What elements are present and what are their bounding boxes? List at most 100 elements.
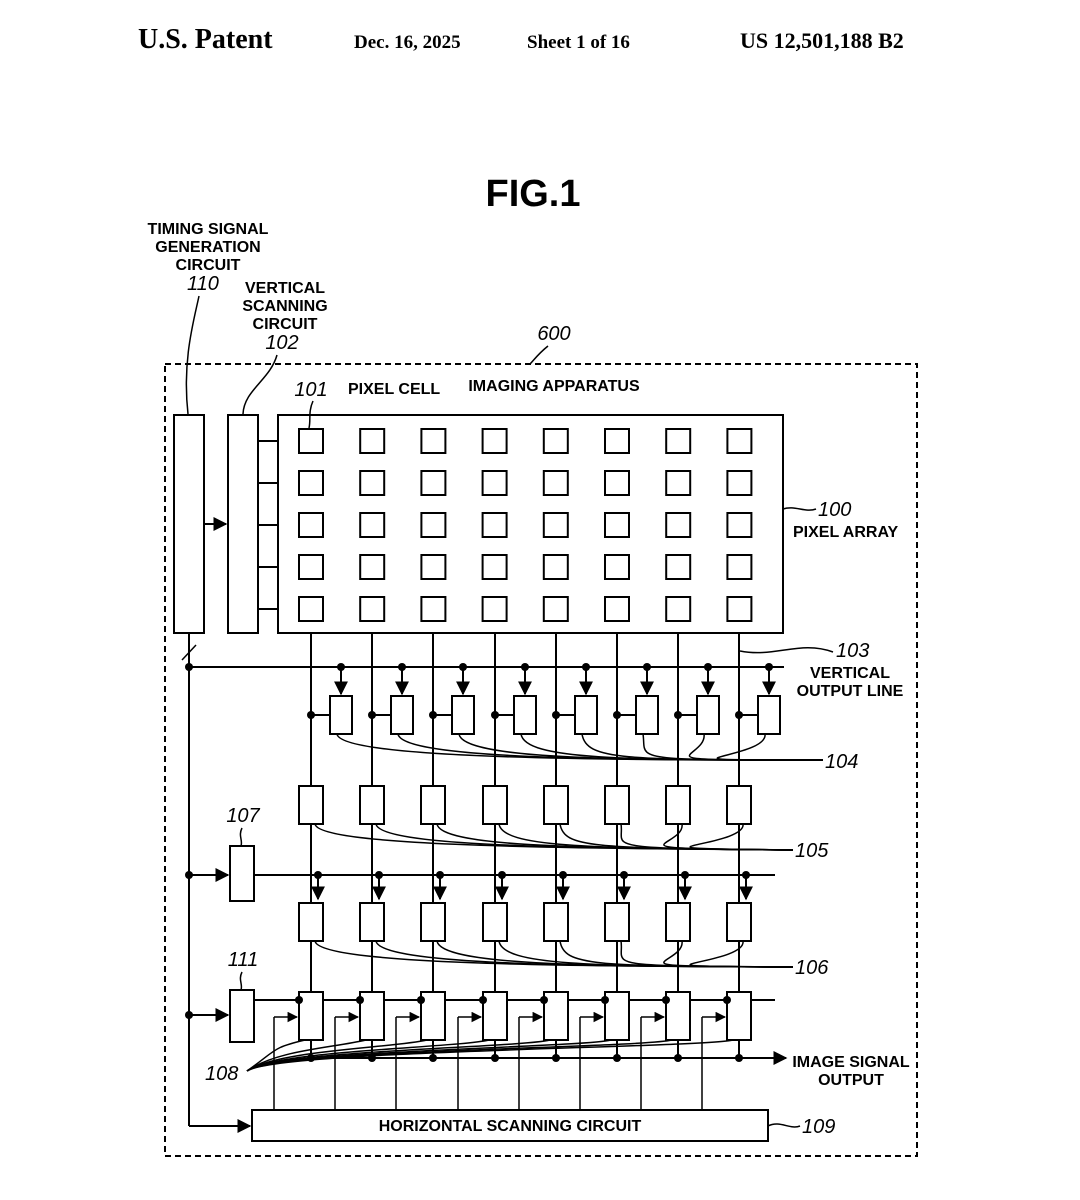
timing-circuit-ref: 110	[187, 273, 219, 295]
pixel-cell	[298, 428, 324, 454]
vscan-ref: 102	[265, 332, 298, 354]
junction-dot	[601, 996, 609, 1004]
pixel-cell	[726, 596, 753, 622]
column-circuit-105	[665, 785, 691, 825]
pixel-cell	[359, 596, 386, 622]
vscan-label-line1: VERTICAL	[245, 280, 325, 297]
pixel-cell-grid	[298, 428, 753, 622]
column-circuit-106	[543, 902, 569, 942]
junction-dot	[613, 711, 621, 719]
junction-bus-667	[185, 663, 193, 671]
ref-104: 104	[825, 751, 858, 773]
column-circuit-105	[726, 785, 752, 825]
junction-dot	[613, 1054, 621, 1062]
pixel-cell	[420, 428, 447, 454]
pixel-cell	[726, 554, 753, 580]
figure-title: FIG.1	[485, 173, 580, 215]
pixel-cell-ref: 101	[294, 379, 327, 401]
column-amplifier-104	[390, 695, 414, 735]
junction-dot	[540, 996, 548, 1004]
junction-dot	[735, 711, 743, 719]
junction-dot	[491, 711, 499, 719]
pixel-cell	[420, 470, 447, 496]
pixel-array-ref: 100	[818, 499, 851, 521]
pixel-cell	[665, 596, 692, 622]
junction-dot	[735, 1054, 743, 1062]
pixel-cell	[298, 554, 324, 580]
pixel-cell	[542, 554, 569, 580]
junction-dot	[674, 1054, 682, 1062]
image-signal-output-label-line2: OUTPUT	[818, 1072, 884, 1089]
junction-dot	[356, 996, 364, 1004]
column-amplifier-104	[635, 695, 659, 735]
leader-106	[620, 940, 794, 968]
leader-104	[642, 733, 824, 761]
pixel-cell	[298, 512, 324, 538]
column-circuit-106	[726, 902, 752, 942]
pixel-cell	[481, 554, 508, 580]
ref-107-leader	[239, 827, 243, 847]
column-circuit-106	[298, 902, 324, 942]
pixel-cell	[420, 554, 447, 580]
pixel-cell	[542, 428, 569, 454]
column-amplifier-104	[329, 695, 353, 735]
pixel-cell	[359, 512, 386, 538]
column-amplifier-104	[451, 695, 475, 735]
junction-dot	[429, 711, 437, 719]
pixel-cell	[604, 596, 630, 622]
leader-106	[689, 940, 794, 968]
pixel-cell	[726, 428, 753, 454]
junction-dot	[368, 711, 376, 719]
ref-111-leader	[239, 971, 243, 991]
vscan-label-line3: CIRCUIT	[253, 316, 318, 333]
publication-date: Dec. 16, 2025	[354, 32, 461, 53]
pixel-cell-label: PIXEL CELL	[348, 381, 440, 398]
imaging-apparatus-frame	[164, 363, 918, 1157]
publication-label: U.S. Patent	[138, 24, 273, 55]
pixel-cell	[542, 512, 569, 538]
column-amplifier-104	[696, 695, 720, 735]
column-circuit-106	[665, 902, 691, 942]
pixel-cell	[665, 470, 692, 496]
block-111	[229, 989, 255, 1043]
column-amplifier-104	[574, 695, 598, 735]
pixel-cell	[542, 470, 569, 496]
pixel-cell	[420, 512, 447, 538]
hscan-leader	[767, 1123, 801, 1128]
column-circuit-105	[298, 785, 324, 825]
junction-dot	[429, 1054, 437, 1062]
pixel-cell	[665, 554, 692, 580]
leader-106	[559, 940, 794, 968]
pixel-cell	[298, 470, 324, 496]
apparatus-ref: 600	[537, 323, 570, 345]
pixel-array-label: PIXEL ARRAY	[793, 524, 899, 541]
junction-dot	[552, 1054, 560, 1062]
ref-111: 111	[228, 949, 258, 971]
column-circuit-105	[543, 785, 569, 825]
vertical-output-line-ref: 103	[836, 640, 869, 662]
column-circuits	[246, 633, 824, 1110]
pixel-array-block	[277, 414, 784, 634]
junction-bus-1015	[185, 1011, 193, 1019]
leader-108	[246, 1039, 734, 1072]
leader-105	[620, 823, 794, 851]
column-circuit-105	[604, 785, 630, 825]
timing-circuit-label-line3: CIRCUIT	[176, 257, 241, 274]
pixel-cell	[604, 470, 630, 496]
pixel-cell	[298, 596, 324, 622]
pixel-cell	[420, 596, 447, 622]
junction-dot	[417, 996, 425, 1004]
junction-dot	[723, 996, 731, 1004]
column-circuit-105	[482, 785, 508, 825]
junction-bus-875	[185, 871, 193, 879]
junction-dot	[295, 996, 303, 1004]
junction-dot	[662, 996, 670, 1004]
horizontal-scanning-circuit-label: HORIZONTAL SCANNING CIRCUIT	[379, 1118, 642, 1135]
leader-104	[336, 733, 824, 761]
junction-dot	[307, 711, 315, 719]
bus-slash	[181, 644, 197, 661]
pixel-cell-leader	[308, 400, 314, 429]
vertical-output-line-label-line1: VERTICAL	[810, 665, 890, 682]
column-circuit-106	[359, 902, 385, 942]
junction-dot	[552, 711, 560, 719]
